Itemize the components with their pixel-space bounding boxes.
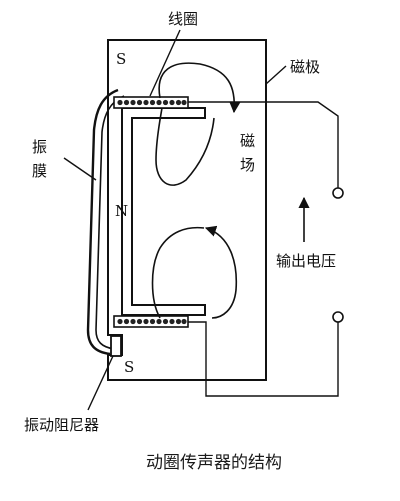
terminal-top	[332, 187, 344, 199]
figure-caption: 动圈传声器的结构	[146, 453, 282, 473]
field-line-top-return	[155, 107, 215, 186]
inner-pole-piece	[121, 107, 206, 316]
pole-n: N	[115, 202, 128, 220]
damper	[110, 335, 122, 357]
wire-top	[188, 101, 339, 188]
leader-pole	[265, 65, 287, 85]
diaphragm-label-2: 膜	[32, 162, 47, 180]
diaphragm-label-1: 振	[32, 138, 47, 156]
pole-s-top: S	[116, 50, 126, 68]
magnetic-field-label-2: 场	[240, 156, 255, 174]
field-line-bottom-return	[151, 226, 205, 319]
magnetic-pole-label: 磁极	[290, 58, 320, 76]
terminal-bottom	[332, 311, 344, 323]
damper-label: 振动阻尼器	[24, 416, 99, 434]
field-line-top	[158, 62, 241, 114]
field-line-bottom	[204, 225, 238, 319]
leader-damper	[87, 355, 114, 411]
diaphragm	[86, 88, 119, 356]
diaphragm-inner	[95, 95, 125, 350]
leader-diaphragm	[63, 157, 97, 181]
magnetic-field-label-1: 磁	[240, 132, 255, 150]
pole-s-bottom: S	[124, 358, 134, 376]
coil-top-windings	[117, 99, 187, 106]
output-voltage-label: 输出电压	[276, 252, 336, 270]
coil-bottom-windings	[117, 318, 187, 325]
coil-label: 线圈	[168, 10, 198, 28]
wire-bottom	[188, 321, 339, 397]
leader-coil	[149, 29, 181, 97]
